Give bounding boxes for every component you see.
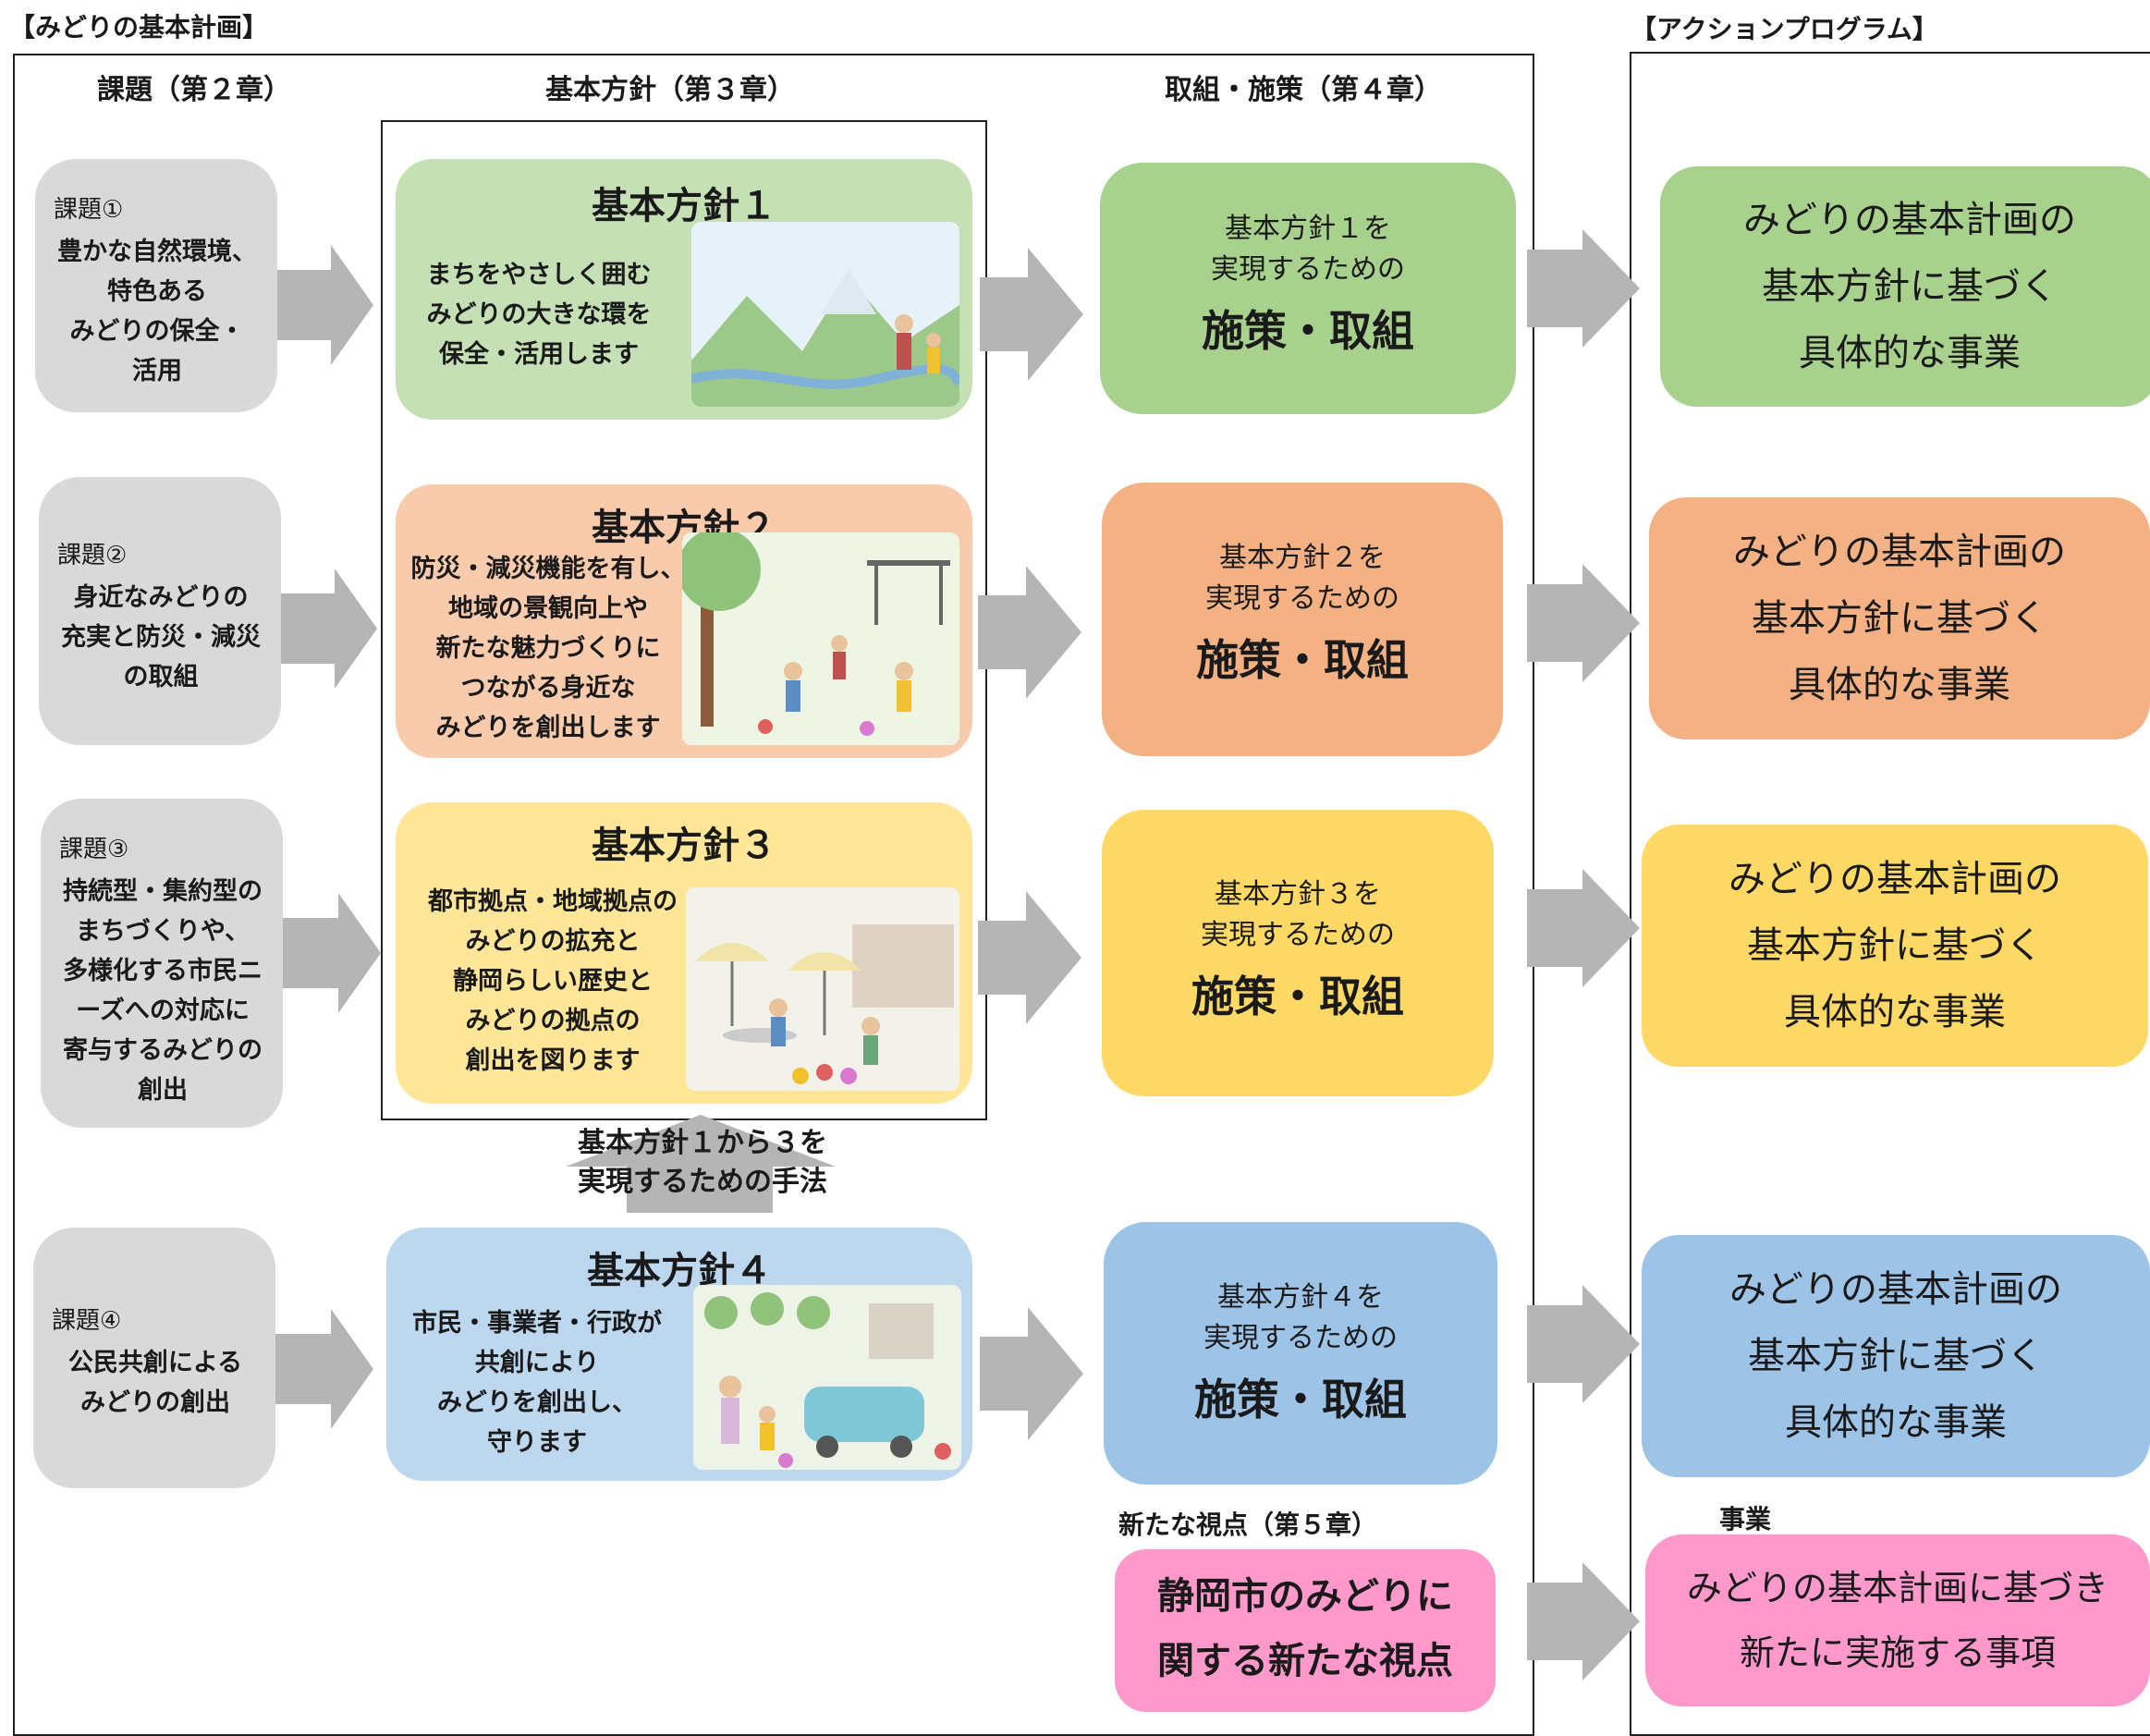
measure-big: 施策・取組 bbox=[1202, 306, 1414, 356]
issue-text: 公民共創による みどりの創出 bbox=[67, 1349, 243, 1417]
arrow-issue4 bbox=[275, 1309, 373, 1429]
action-2: みどりの基本計画の 基本方針に基づく 具体的な事業 bbox=[1649, 497, 2150, 740]
measure-line2: 実現するための bbox=[1205, 582, 1399, 615]
measure-3: 基本方針３を 実現するための 施策・取組 bbox=[1102, 810, 1494, 1096]
policy-title: 基本方針３ bbox=[592, 825, 776, 867]
issue-4: 課題④ 公民共創による みどりの創出 bbox=[33, 1228, 275, 1488]
issue-text: 身近なみどりの 充実と防災・減災 の取組 bbox=[61, 583, 261, 691]
policy-2: 基本方針２ 防災・減災機能を有し、 地域の景観向上や 新たな魅力づくりに つなが… bbox=[396, 484, 972, 758]
measure-4: 基本方針４を 実現するための 施策・取組 bbox=[1104, 1222, 1497, 1485]
issue-3: 課題③ 持続型・集約型の まちづくりや、 多様化する市民ニ ーズへの対応に 寄与… bbox=[41, 799, 283, 1128]
arrow-measure4 bbox=[1527, 1285, 1640, 1403]
measure-line1: 基本方針１を bbox=[1225, 213, 1391, 245]
measure-line2: 実現するための bbox=[1201, 919, 1395, 951]
jigyo-label: 事業 bbox=[1719, 1504, 1772, 1534]
issue-number: 課題② bbox=[57, 542, 128, 569]
measure-line2: 実現するための bbox=[1211, 253, 1405, 286]
arrow-policy4 bbox=[980, 1307, 1083, 1440]
policy-4: 基本方針４ 市民・事業者・行政が 共創により みどりを創出し、 守ります bbox=[386, 1228, 972, 1481]
new-perspective-label: 新たな視点（第５章） bbox=[1118, 1510, 1378, 1540]
issue-number: 課題③ bbox=[59, 836, 129, 863]
new-perspective-box: 静岡市のみどりに 関する新たな視点 bbox=[1115, 1549, 1496, 1712]
issue-text: 持続型・集約型の まちづくりや、 多様化する市民ニ ーズへの対応に 寄与するみど… bbox=[63, 877, 263, 1105]
measure-big: 施策・取組 bbox=[1191, 972, 1404, 1021]
issue-number: 課題① bbox=[54, 196, 124, 224]
col-header-policies: 基本方針（第３章） bbox=[545, 74, 795, 106]
action-1: みどりの基本計画の 基本方針に基づく 具体的な事業 bbox=[1660, 166, 2150, 407]
issue-2: 課題② 身近なみどりの 充実と防災・減災 の取組 bbox=[39, 477, 281, 745]
measure-line1: 基本方針２を bbox=[1219, 542, 1386, 574]
arrow-issue3 bbox=[283, 893, 381, 1013]
arrow-policy3 bbox=[978, 891, 1081, 1024]
action-4: みどりの基本計画の 基本方針に基づく 具体的な事業 bbox=[1642, 1235, 2150, 1477]
measure-big: 施策・取組 bbox=[1194, 1375, 1407, 1424]
community-illustration-icon bbox=[693, 1285, 961, 1470]
arrow-measure3 bbox=[1527, 869, 1640, 987]
col-header-measures: 取組・施策（第４章） bbox=[1165, 74, 1442, 106]
measure-line2: 実現するための bbox=[1203, 1322, 1398, 1354]
arrow-policy2 bbox=[978, 566, 1081, 699]
policy-title: 基本方針１ bbox=[592, 185, 776, 227]
plan-header: 【みどりの基本計画】 bbox=[9, 12, 269, 43]
measure-line1: 基本方針３を bbox=[1215, 878, 1381, 911]
policy-3: 基本方針３ 都市拠点・地域拠点の みどりの拡充と 静岡らしい歴史と みどりの拠点… bbox=[396, 802, 972, 1104]
measure-big: 施策・取組 bbox=[1196, 635, 1409, 685]
park-illustration-icon bbox=[682, 532, 959, 745]
arrow-policy1 bbox=[980, 248, 1083, 381]
arrow-new-perspective bbox=[1527, 1562, 1640, 1681]
measure-1: 基本方針１を 実現するための 施策・取組 bbox=[1100, 163, 1516, 414]
arrow-issue1 bbox=[275, 245, 373, 365]
measure-2: 基本方針２を 実現するための 施策・取組 bbox=[1102, 483, 1503, 756]
arrow-measure1 bbox=[1527, 229, 1640, 348]
issue-text: 豊かな自然環境、 特色ある みどりの保全・ 活用 bbox=[57, 238, 257, 385]
action-3: みどりの基本計画の 基本方針に基づく 具体的な事業 bbox=[1642, 825, 2148, 1067]
action-program-header: 【アクションプログラム】 bbox=[1631, 14, 1938, 44]
jigyo-box: みどりの基本計画に基づき 新たに実施する事項 bbox=[1645, 1534, 2150, 1706]
arrow-method-up bbox=[566, 1115, 836, 1213]
policy-1: 基本方針１ まちをやさしく囲む みどりの大きな環を 保全・活用します bbox=[396, 159, 972, 420]
col-header-issues: 課題（第２章） bbox=[97, 74, 291, 106]
issue-number: 課題④ bbox=[52, 1307, 122, 1335]
cafe-illustration-icon bbox=[686, 887, 959, 1091]
arrow-issue2 bbox=[279, 568, 377, 689]
policy-text: 市民・事業者・行政が 共創により みどりを創出し、 守ります bbox=[412, 1309, 662, 1457]
policy-text: 都市拠点・地域拠点の みどりの拡充と 静岡らしい歴史と みどりの拠点の 創出を図… bbox=[428, 887, 678, 1075]
issue-1: 課題① 豊かな自然環境、 特色ある みどりの保全・ 活用 bbox=[35, 159, 277, 412]
measure-line1: 基本方針４を bbox=[1217, 1281, 1384, 1314]
policy-text: 防災・減災機能を有し、 地域の景観向上や 新たな魅力づくりに つながる身近な み… bbox=[410, 555, 686, 742]
arrow-measure2 bbox=[1527, 564, 1640, 682]
landscape-illustration-icon bbox=[691, 222, 959, 407]
method-arrow-text: 基本方針１から３を 実現するための手法 bbox=[578, 1127, 827, 1198]
policy-text: まちをやさしく囲む みどりの大きな環を 保全・活用します bbox=[426, 261, 652, 369]
